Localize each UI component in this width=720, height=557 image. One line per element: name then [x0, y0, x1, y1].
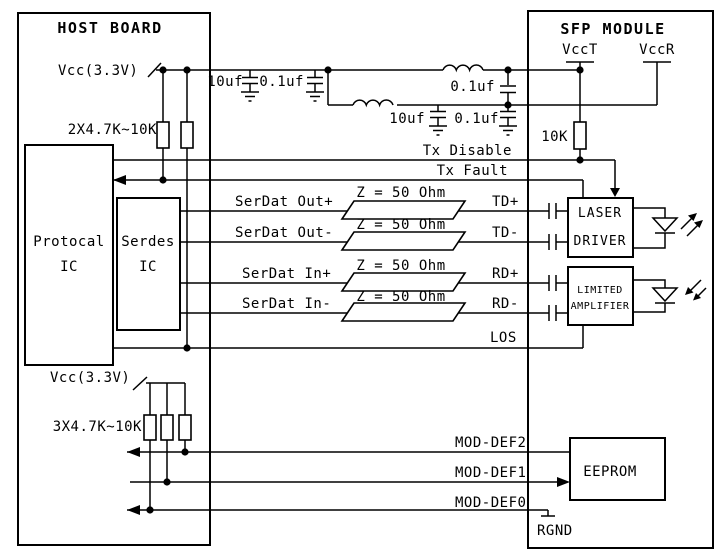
- serdat-in-n-label: SerDat In-: [242, 296, 331, 312]
- power-tap-slash-icon: [132, 376, 148, 391]
- rail2-to-vccr-wire: [397, 61, 671, 106]
- light-out-arrowhead-icon: [694, 220, 703, 228]
- los-label: LOS: [490, 330, 517, 346]
- cap-10uf-rail2-label: 10uf: [389, 111, 425, 127]
- capacitor-icon: [500, 70, 516, 105]
- inductor-icon: [352, 99, 394, 108]
- resistors: [143, 121, 587, 441]
- cap-01uf-mid-label: 0.1uf: [450, 79, 495, 95]
- light-out-arrows: [680, 216, 700, 237]
- capacitor-ground-icon: [499, 105, 517, 136]
- laser-diode-icon: [651, 217, 679, 233]
- transmission-line-icon: [340, 302, 467, 322]
- limiting-amplifier-label-2: AMPLIFIER: [571, 301, 630, 312]
- tx-fault-label: Tx Fault: [437, 163, 508, 179]
- rd-p-label: RD+: [492, 266, 519, 282]
- cap-01uf-rail2-label: 0.1uf: [454, 111, 499, 127]
- eeprom-box: [569, 437, 666, 501]
- host-board-box: [17, 12, 211, 546]
- cap-10uf-host-label: 10uf: [207, 74, 243, 90]
- impedance-label: Z = 50 Ohm: [356, 289, 445, 305]
- transmission-line-icon: [340, 272, 467, 292]
- protocol-ic-suffix: IC: [60, 259, 78, 275]
- limiting-amplifier-label-1: LIMITED: [577, 285, 623, 296]
- resistor-icon: [573, 121, 587, 150]
- laser-driver-label-1: LASER: [578, 206, 622, 221]
- left-arrowhead-icon: [127, 447, 140, 457]
- mod-def1-label: MOD-DEF1: [455, 465, 526, 481]
- left-arrowhead-icon: [127, 505, 140, 515]
- pullup-10k-label: 10K: [541, 129, 568, 145]
- resistor-icon: [178, 414, 192, 441]
- vcc-top-label: Vcc(3.3V): [58, 63, 138, 79]
- mod-def0-rgnd-wire: [127, 509, 555, 517]
- capacitor-ground-icon: [306, 70, 324, 102]
- resistor-icon: [156, 121, 170, 149]
- protocol-ic-box: [24, 144, 114, 366]
- impedance-label: Z = 50 Ohm: [356, 185, 445, 201]
- capacitor-ground-icon: [429, 105, 447, 136]
- serdat-in-p-label: SerDat In+: [242, 266, 331, 282]
- light-out-arrowhead-icon: [688, 213, 697, 221]
- tx-disable-wire: [113, 159, 616, 189]
- pullups-top-label: 2X4.7K~10K: [68, 122, 157, 138]
- los-wire: [113, 325, 584, 349]
- transmission-line-icon: [340, 200, 467, 220]
- laser-diode-wire: [633, 207, 675, 249]
- serdes-ic-box: [116, 197, 181, 331]
- capacitor-ground-icon: [241, 70, 259, 102]
- eeprom-label: EEPROM: [583, 464, 637, 480]
- mod-def-wires: [127, 376, 570, 517]
- limiting-amplifier-box: [567, 266, 634, 326]
- impedance-label: Z = 50 Ohm: [356, 217, 445, 233]
- serdat-out-n-label: SerDat Out-: [235, 225, 333, 241]
- serdat-out-p-label: SerDat Out+: [235, 194, 333, 210]
- td-n-label: TD-: [492, 225, 519, 241]
- sfp-module-title: SFP MODULE: [560, 20, 665, 38]
- host-board-title: HOST BOARD: [57, 19, 162, 37]
- laser-driver-label-2: DRIVER: [574, 234, 627, 249]
- impedance-label: Z = 50 Ohm: [356, 258, 445, 274]
- optics: [633, 207, 707, 313]
- light-in-arrows: [688, 279, 707, 298]
- down-arrowhead-icon: [610, 188, 620, 197]
- mod-def2-label: MOD-DEF2: [455, 435, 526, 451]
- tx-disable-label: Tx Disable: [423, 143, 512, 159]
- vcct-label: VccT: [562, 42, 598, 58]
- resistor-icon: [143, 414, 157, 441]
- signal-arrowheads: [113, 175, 620, 515]
- rd-n-label: RD-: [492, 296, 519, 312]
- rgnd-label: RGND: [537, 523, 573, 539]
- tx-fault-wire: [113, 179, 584, 198]
- junction-dots: [146, 66, 584, 514]
- vccr-label: VccR: [639, 42, 675, 58]
- vcc-bottom-rail-wire: [146, 382, 186, 415]
- host-pullup-wires: [162, 70, 188, 348]
- laser-driver-box: [567, 197, 634, 258]
- serdes-ic-label: Serdes: [121, 234, 175, 250]
- photodiode-icon: [651, 287, 679, 303]
- power-tap-slash-icon: [147, 62, 162, 78]
- light-in-arrowhead-icon: [685, 287, 694, 295]
- right-arrowhead-icon: [557, 477, 570, 487]
- transmission-lines: [340, 200, 467, 322]
- td-p-label: TD+: [492, 194, 519, 210]
- serdes-ic-suffix: IC: [139, 259, 157, 275]
- cap-01uf-host-label: 0.1uf: [259, 74, 304, 90]
- mod-def0-label: MOD-DEF0: [455, 495, 526, 511]
- vcc-bottom-label: Vcc(3.3V): [50, 370, 130, 386]
- photodiode-wire: [633, 279, 675, 313]
- transmission-line-icon: [340, 231, 467, 251]
- resistor-icon: [180, 121, 194, 149]
- left-arrowhead-icon: [113, 175, 126, 185]
- light-in-arrowhead-icon: [693, 293, 701, 301]
- pullups-bottom-label: 3X4.7K~10K: [53, 419, 142, 435]
- sfp-module-box: [527, 10, 714, 549]
- control-signal-wires: [113, 159, 616, 349]
- protocol-ic-label: Protocal: [33, 234, 104, 250]
- inductor-icon: [442, 64, 484, 73]
- resistor-icon: [160, 414, 174, 441]
- pullup-bottom-stubs: [149, 440, 186, 510]
